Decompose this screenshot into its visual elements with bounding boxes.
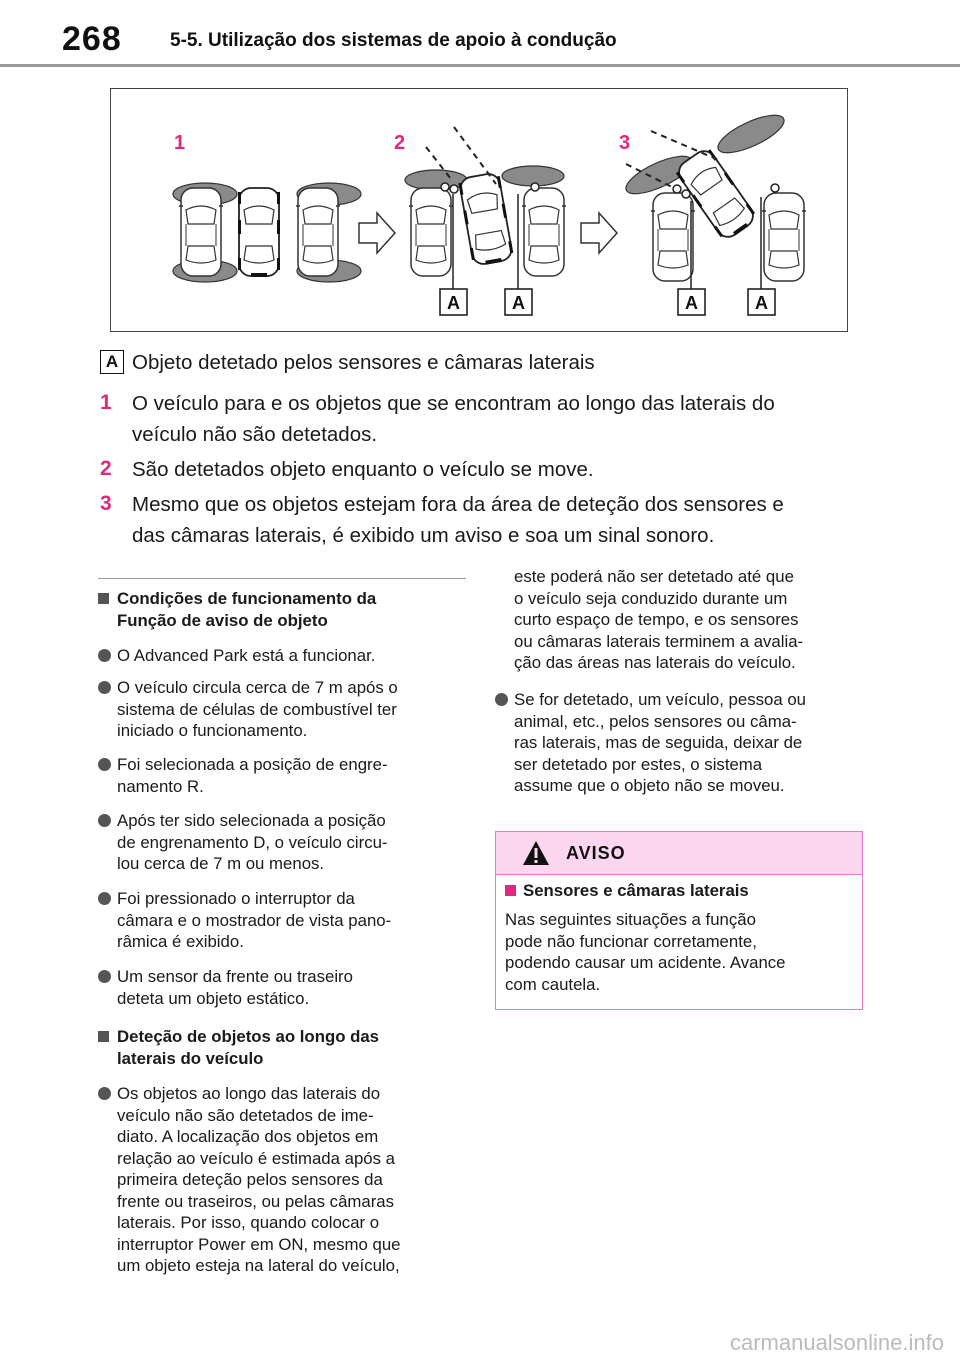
warning-line: com cautela. bbox=[505, 974, 601, 994]
legend-item-3-line1: Mesmo que os objetos estejam fora da áre… bbox=[132, 493, 784, 516]
warning-triangle-icon bbox=[523, 841, 549, 865]
callout-a-3-text: A bbox=[685, 293, 698, 313]
bullet-line: interruptor Power em ON, mesmo que bbox=[117, 1234, 401, 1254]
heading-lateral-line1: Deteção de objetos ao longo das bbox=[117, 1027, 380, 1046]
bullet-line: câmara e o mostrador de vista pano- bbox=[117, 910, 392, 930]
heading-conditions-line1: Condições de funcionamento da bbox=[117, 589, 377, 608]
legend-a-label: A bbox=[100, 350, 124, 374]
warning-line: Nas seguintes situações a função bbox=[505, 910, 756, 929]
legend-item-2-line1: São detetados objeto enquanto o veículo … bbox=[132, 458, 594, 481]
callout-a-2: A bbox=[504, 288, 533, 316]
bullet-line: Foi selecionada a posição de engre- bbox=[117, 755, 388, 774]
callout-a-2-text: A bbox=[512, 293, 525, 313]
scene-3 bbox=[625, 114, 807, 289]
callout-a-4: A bbox=[747, 288, 776, 316]
round-bullet-icon bbox=[98, 681, 111, 694]
round-bullet-icon bbox=[495, 693, 508, 706]
arrow-2 bbox=[580, 211, 619, 255]
header-divider bbox=[0, 64, 960, 67]
bullet-line: assume que o objeto não se moveu. bbox=[514, 776, 785, 795]
square-bullet-icon bbox=[98, 1031, 109, 1042]
section-title: 5-5. Utilização dos sistemas de apoio à … bbox=[170, 30, 617, 51]
bullet-line: lou cerca de 7 m ou menos. bbox=[117, 854, 325, 873]
bullet-line: Foi pressionado o interruptor da bbox=[117, 889, 355, 908]
bullet-line: diato. A localização dos objetos em bbox=[117, 1127, 379, 1146]
warning-subheading-text: Sensores e câmaras laterais bbox=[523, 881, 749, 900]
round-bullet-icon bbox=[98, 649, 111, 662]
continued-line: este poderá não ser detetado até que bbox=[514, 567, 794, 586]
round-bullet-icon bbox=[98, 970, 111, 983]
continued-line: o veículo seja conduzido durante um bbox=[514, 588, 788, 608]
bullet-line: um objeto esteja na lateral do veículo, bbox=[117, 1256, 400, 1275]
bullet-line: Um sensor da frente ou traseiro bbox=[117, 967, 353, 986]
square-bullet-icon bbox=[98, 593, 109, 604]
round-bullet-icon bbox=[98, 814, 111, 827]
page-number: 268 bbox=[62, 20, 122, 58]
legend-item-3-line2: das câmaras laterais, é exibido um aviso… bbox=[132, 524, 715, 547]
parking-sensor-diagram: 1 2 3 bbox=[110, 88, 848, 332]
warning-box: AVISO Sensores e câmaras laterais Nas se… bbox=[495, 831, 863, 1010]
bullet-line: primeira deteção pelos sensores da bbox=[117, 1170, 383, 1189]
bullet-line: relação ao veículo é estimada após a bbox=[117, 1148, 395, 1168]
legend-a-text: Objeto detetado pelos sensores e câmaras… bbox=[132, 351, 595, 374]
watermark: carmanualsonline.info bbox=[729, 1330, 944, 1355]
warning-line: podendo causar um acidente. Avance bbox=[505, 953, 786, 972]
square-bullet-icon bbox=[505, 885, 516, 896]
continued-line: curto espaço de tempo, e os sensores bbox=[514, 610, 799, 629]
callout-a-4-text: A bbox=[755, 293, 768, 313]
warning-line: pode não funcionar corretamente, bbox=[505, 931, 757, 951]
round-bullet-icon bbox=[98, 1087, 111, 1100]
bullet-line: ras laterais, mas de seguida, deixar de bbox=[514, 733, 803, 752]
warning-title: AVISO bbox=[566, 843, 626, 863]
bullet-line: animal, etc., pelos sensores ou câma- bbox=[514, 711, 797, 731]
round-bullet-icon bbox=[98, 758, 111, 771]
bullet-line: laterais. Por isso, quando colocar o bbox=[117, 1213, 380, 1232]
warning-header: AVISO bbox=[496, 832, 862, 875]
bullet-line: Se for detetado, um veículo, pessoa ou bbox=[514, 690, 806, 709]
scene-1 bbox=[172, 182, 362, 283]
round-bullet-icon bbox=[98, 892, 111, 905]
callout-a-1-text: A bbox=[447, 293, 460, 313]
scene-2 bbox=[404, 126, 567, 289]
step-label-1: 1 bbox=[174, 132, 185, 154]
continued-paragraph: este poderá não ser detetado até que o v… bbox=[514, 566, 874, 674]
legend-num-1: 1 bbox=[100, 391, 112, 414]
bullet-line: Os objetos ao longo das laterais do bbox=[117, 1084, 381, 1103]
bullet-line: Após ter sido selecionada a posição bbox=[117, 811, 386, 830]
callout-a-1: A bbox=[439, 288, 468, 316]
bullet-line: namento R. bbox=[117, 776, 204, 796]
warning-body: Nas seguintes situações a função pode nã… bbox=[505, 909, 855, 995]
bullet-line: frente ou traseiros, ou pelas câmaras bbox=[117, 1191, 395, 1211]
callout-a-3: A bbox=[677, 288, 706, 316]
bullet-line: veículo não são detetados de ime- bbox=[117, 1105, 374, 1125]
bullet-line: iniciado o funcionamento. bbox=[117, 721, 308, 740]
legend-num-3: 3 bbox=[100, 492, 112, 515]
continued-line: ção das áreas nas laterais do veículo. bbox=[514, 653, 796, 672]
arrow-1 bbox=[358, 211, 397, 255]
bullet-line: sistema de células de combustível ter bbox=[117, 699, 397, 719]
bullet-line: deteta um objeto estático. bbox=[117, 988, 310, 1008]
diagram-svg: 1 2 3 bbox=[172, 114, 807, 316]
column-divider bbox=[98, 578, 466, 579]
legend-num-2: 2 bbox=[100, 457, 112, 480]
continued-line: ou câmaras laterais terminem a avalia- bbox=[514, 631, 804, 651]
legend-item-1-line2: veículo não são detetados. bbox=[132, 423, 378, 446]
bullet-line: O Advanced Park está a funcionar. bbox=[117, 646, 376, 665]
bullet-line: ser detetado por estes, o sistema bbox=[514, 754, 763, 774]
bullet-line: de engrenamento D, o veículo circu- bbox=[117, 832, 388, 852]
bullet-line: râmica é exibido. bbox=[117, 932, 244, 951]
heading-conditions-line2: Função de aviso de objeto bbox=[117, 610, 328, 630]
step-label-3: 3 bbox=[619, 132, 630, 154]
heading-lateral-line2: laterais do veículo bbox=[117, 1048, 264, 1068]
step-label-2: 2 bbox=[394, 132, 405, 154]
legend-item-1-line1: O veículo para e os objetos que se encon… bbox=[132, 392, 775, 415]
bullet-line: O veículo circula cerca de 7 m após o bbox=[117, 678, 398, 697]
